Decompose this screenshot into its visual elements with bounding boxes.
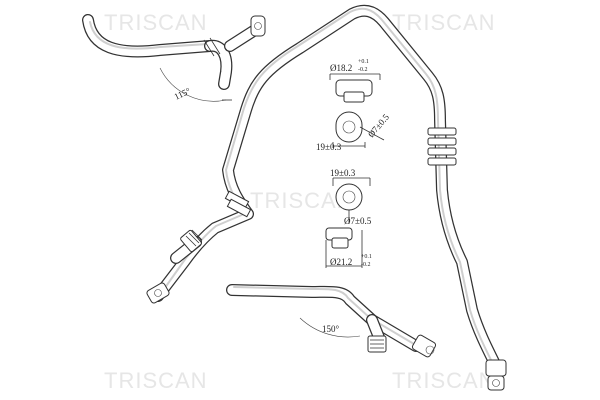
ring-top-width: 19±0.3 bbox=[316, 142, 342, 152]
watermark-bottom-right: TRISCAN bbox=[392, 368, 496, 393]
upper-detail-pipe bbox=[82, 14, 266, 102]
flange-top-diameter: Ø18.2 bbox=[330, 63, 352, 73]
watermark-bottom-left: TRISCAN bbox=[104, 368, 208, 393]
ring-bottom-width: 19±0.3 bbox=[330, 168, 356, 178]
flange-bottom-diameter: Ø21.2 bbox=[330, 257, 352, 267]
flange-detail-top bbox=[329, 73, 381, 103]
watermark-center: TRISCAN bbox=[250, 188, 354, 213]
watermark-top-left: TRISCAN bbox=[104, 10, 208, 35]
angle-lower-label: 150° bbox=[322, 324, 340, 334]
ring-bottom-bore: Ø7±0.5 bbox=[344, 216, 372, 226]
watermark-top-right: TRISCAN bbox=[392, 10, 496, 35]
ring-detail-top bbox=[332, 111, 385, 148]
lower-detail-pipe bbox=[226, 284, 437, 358]
flange-bottom-tol-lower: -0.2 bbox=[361, 262, 371, 268]
flange-top-tol-lower: -0.2 bbox=[358, 67, 368, 73]
ring-top-bore: Ø7±0.5 bbox=[366, 112, 391, 140]
ring-detail-bottom bbox=[332, 177, 371, 224]
flange-bottom-tol-upper: +0.1 bbox=[361, 254, 372, 260]
flange-detail-bottom bbox=[325, 227, 363, 268]
flange-top-tol-upper: +0.1 bbox=[358, 59, 369, 65]
main-pipe bbox=[146, 4, 507, 391]
